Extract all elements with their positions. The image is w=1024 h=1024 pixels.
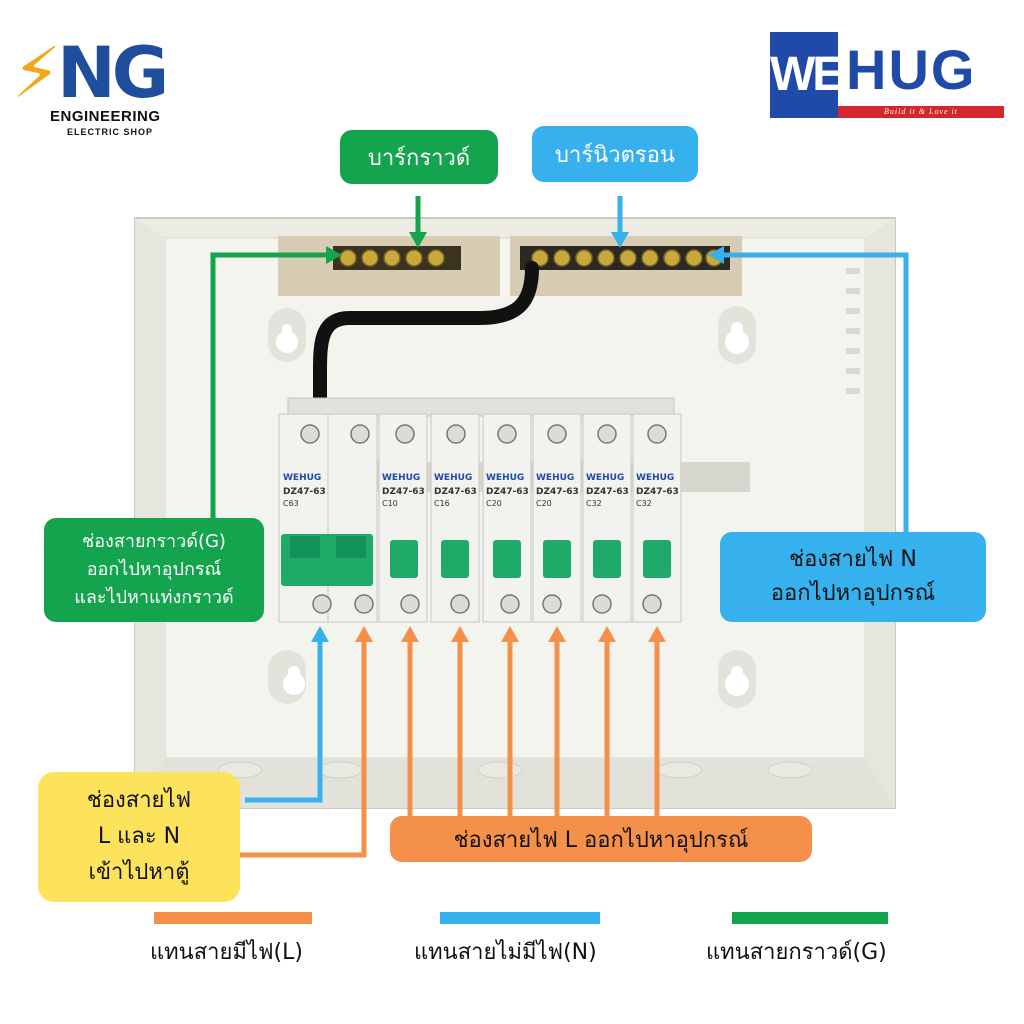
- line-out-label-text: ช่องสายไฟ L ออกไปหาอุปกรณ์: [453, 827, 749, 853]
- wehug-logo: WE HUG Build it & Love it: [770, 32, 1006, 120]
- breaker-labels: WEHUG DZ47-63 C63 WEHUG DZ47-63 C10 WEHU…: [283, 473, 679, 508]
- legend-ground-text: แทนสายกราวด์(G): [706, 940, 887, 965]
- wehug-logo-we: WE: [770, 32, 844, 118]
- branch-breaker-bodies: [378, 413, 682, 623]
- breaker-4-rating: C20: [486, 499, 502, 508]
- ground-out-label: ช่องสายกราวด์(G) ออกไปหาอุปกรณ์ และไปหาแ…: [44, 518, 264, 622]
- breaker-1-rating: C63: [283, 499, 299, 508]
- breaker-7-brand: WEHUG: [636, 473, 674, 483]
- neutral-out-label: ช่องสายไฟ N ออกไปหาอุปกรณ์: [720, 532, 986, 622]
- wehug-logo-tagline: Build it & Love it: [838, 106, 1004, 118]
- breaker-5-rating: C20: [536, 499, 552, 508]
- breaker-3-model: DZ47-63: [434, 487, 477, 497]
- breaker-2-model: DZ47-63: [382, 487, 425, 497]
- breaker-5-model: DZ47-63: [536, 487, 579, 497]
- breaker-5-brand: WEHUG: [536, 473, 574, 483]
- ground-wires: [210, 196, 421, 538]
- input-line-1: ช่องสายไฟ: [86, 788, 192, 813]
- legend-ground-swatch: [732, 912, 888, 924]
- breaker-bottom-screws: [312, 594, 662, 614]
- legend-line-swatch: [154, 912, 312, 924]
- neutral-arrowheads: [311, 232, 724, 642]
- ground-out-line-2: ออกไปหาอุปกรณ์: [86, 559, 222, 580]
- neutral-bar-label-text: บาร์นิวตรอน: [555, 142, 675, 168]
- ground-out-line-3: และไปหาแท่งกราวด์: [74, 587, 234, 608]
- legend-neutral-swatch: [440, 912, 600, 924]
- breaker-cover-top: [287, 397, 675, 417]
- breaker-top-screws: [300, 424, 667, 444]
- ground-arrowheads: [326, 232, 427, 264]
- breaker-1-brand: WEHUG: [283, 473, 321, 483]
- line-wires: [240, 640, 660, 858]
- box-right-wall: [865, 218, 895, 808]
- breaker-handle-tops: [290, 536, 366, 558]
- breaker-3-rating: C16: [434, 499, 450, 508]
- eng-logo-line1: ENGINEERING: [50, 108, 161, 125]
- neutral-out-line-2: ออกไปหาอุปกรณ์: [770, 581, 936, 606]
- neutral-wires: [245, 196, 909, 803]
- breaker-4-model: DZ47-63: [486, 487, 529, 497]
- input-line-2: L และ N: [97, 824, 181, 849]
- vent-slots: [846, 268, 860, 394]
- breaker-6-brand: WEHUG: [586, 473, 624, 483]
- ground-bar-screws: [339, 249, 445, 267]
- breaker-7-model: DZ47-63: [636, 487, 679, 497]
- legend-line-text: แทนสายมีไฟ(L): [150, 940, 303, 965]
- breaker-1-model: DZ47-63: [283, 487, 326, 497]
- box-left-wall: [135, 218, 165, 808]
- breaker-6-rating: C32: [586, 499, 602, 508]
- breaker-4-brand: WEHUG: [486, 473, 524, 483]
- ground-bar-label: บาร์กราวด์: [340, 130, 498, 184]
- ground-bar-label-text: บาร์กราวด์: [367, 145, 471, 171]
- eng-logo: ⚡NG ENGINEERING ELECTRIC SHOP: [12, 38, 182, 138]
- line-arrowheads: [355, 626, 666, 642]
- ground-out-line-1: ช่องสายกราวด์(G): [82, 531, 226, 552]
- breaker-2-brand: WEHUG: [382, 473, 420, 483]
- breaker-3-brand: WEHUG: [434, 473, 472, 483]
- neutral-bar-label: บาร์นิวตรอน: [532, 126, 698, 182]
- breaker-7-rating: C32: [636, 499, 652, 508]
- eng-logo-line2: ELECTRIC SHOP: [67, 127, 154, 137]
- eng-logo-mark: ⚡NG: [12, 32, 169, 114]
- neutral-bar-screws: [531, 249, 723, 267]
- wehug-logo-hug: HUG: [846, 38, 977, 101]
- neutral-wire: [313, 261, 539, 417]
- mounting-holes: [268, 306, 756, 708]
- line-out-label: ช่องสายไฟ L ออกไปหาอุปกรณ์: [390, 816, 812, 862]
- input-line-3: เข้าไปหาตู้: [88, 860, 190, 885]
- breaker-6-model: DZ47-63: [586, 487, 629, 497]
- breaker-2-rating: C10: [382, 499, 398, 508]
- neutral-out-line-1: ช่องสายไฟ N: [789, 547, 917, 572]
- legend-neutral-text: แทนสายไม่มีไฟ(N): [414, 940, 597, 965]
- input-label: ช่องสายไฟ L และ N เข้าไปหาตู้: [38, 772, 240, 902]
